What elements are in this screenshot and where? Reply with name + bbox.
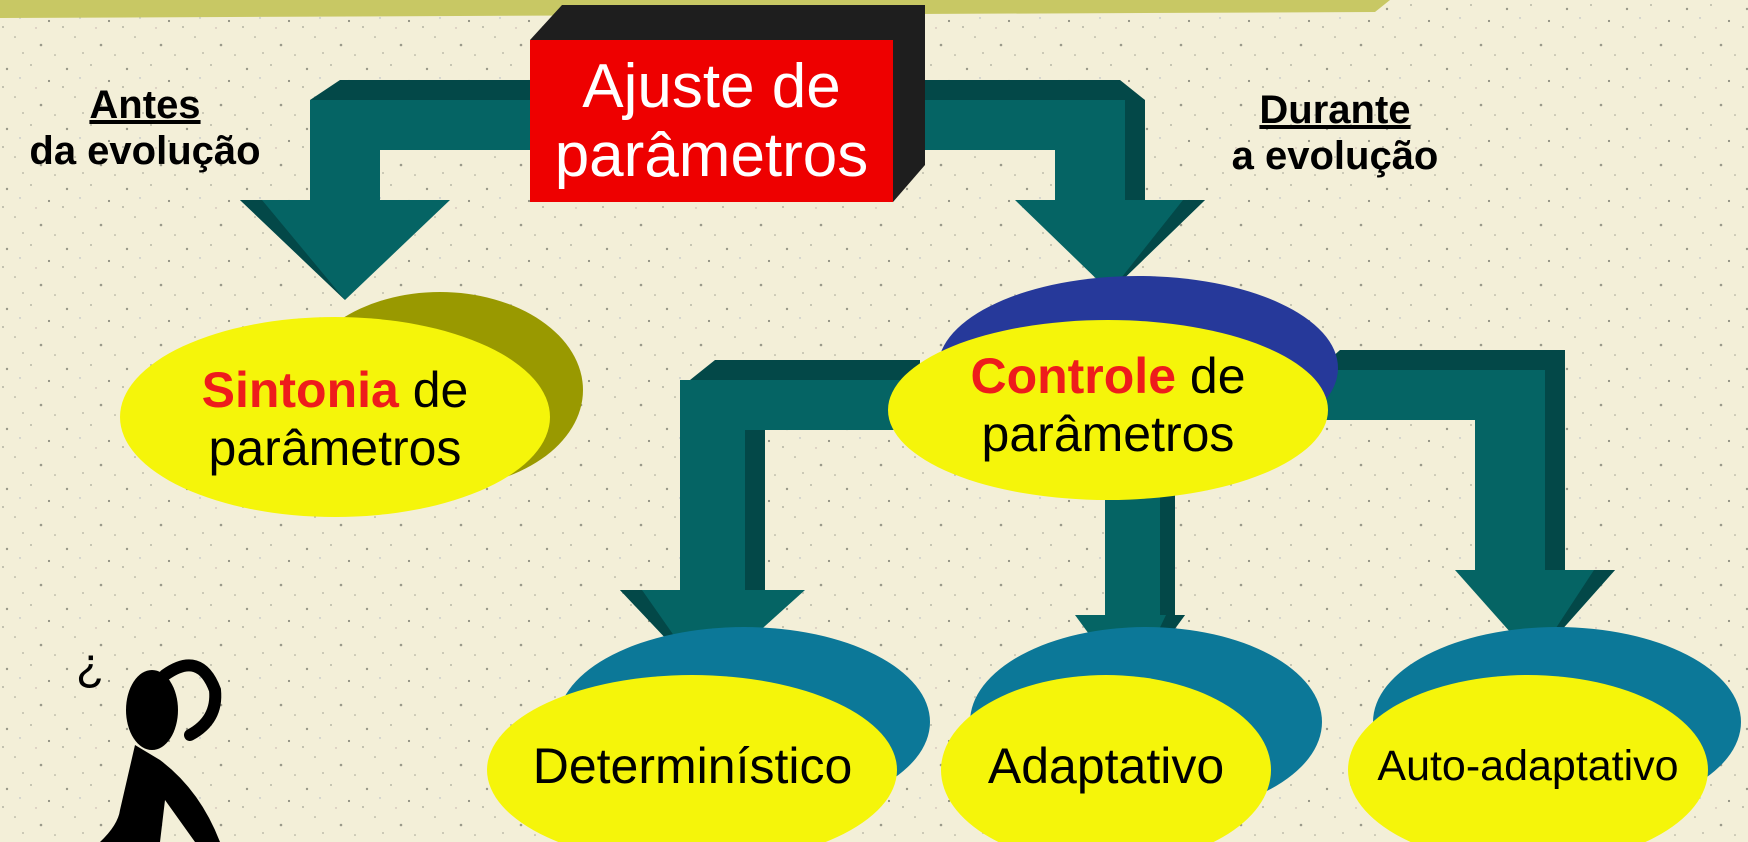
before-label-line1: Antes [89,83,201,127]
question-glyph: ¿ [76,638,104,690]
before-label: Antes da evolução [0,82,290,174]
deterministic-label: Determinístico [532,738,853,794]
tuning-oval [120,292,583,517]
self-adaptive-oval [1348,627,1741,842]
adaptive-oval [941,627,1322,842]
root-title: Ajuste de parâmetros [530,52,893,191]
during-label-line2: a evolução [1231,134,1439,178]
before-label-line2: da evolução [29,129,261,173]
tuning-accent: Sintonia [201,362,399,418]
root-title-line2: parâmetros [554,121,869,191]
adaptive-label: Adaptativo [987,738,1225,794]
root-title-line1: Ajuste de [582,52,841,121]
root-box [530,5,925,202]
control-oval [888,276,1338,500]
deterministic-oval [487,627,930,842]
tuning-line2: parâmetros [208,419,462,476]
during-label-line1: Durante [1259,88,1411,132]
during-label: Durante a evolução [1195,87,1475,179]
control-rest: de [1176,348,1246,404]
control-line2: parâmetros [981,405,1235,462]
control-accent: Controle [970,348,1177,404]
arrow-to-control [880,80,1205,292]
tuning-rest: de [398,362,469,418]
tuning-label: Sintonia de parâmetros [150,362,520,477]
arrow-to-tuning [240,80,540,300]
control-label: Controle de parâmetros [918,348,1298,463]
thinking-person-icon: ¿ [76,638,222,842]
self-adaptive-label: Auto-adaptativo [1377,742,1679,790]
